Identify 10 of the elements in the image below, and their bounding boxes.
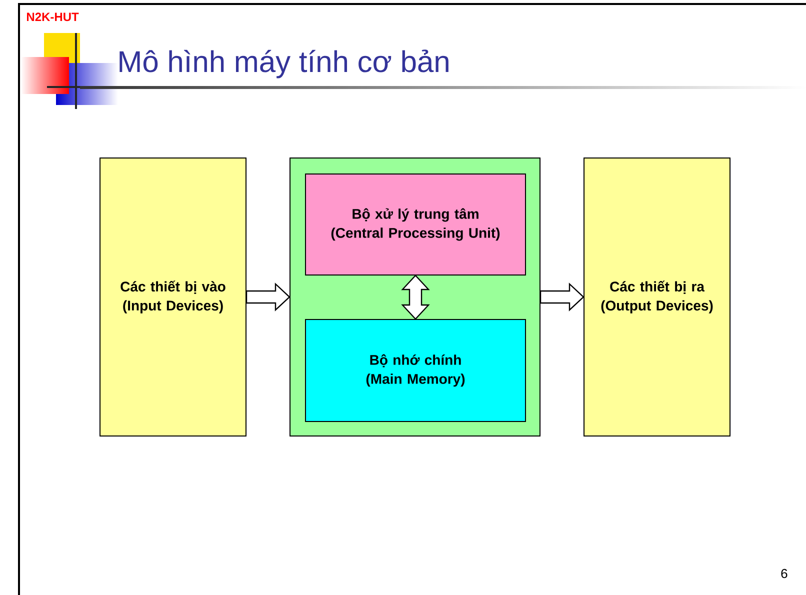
arrow <box>401 274 430 320</box>
slide-title: Mô hình máy tính cơ bản <box>120 50 448 78</box>
page-number: 6 <box>781 568 788 578</box>
cpu-box: Bộ xử lý trung tâm (Central Processing Unit) <box>305 174 526 276</box>
group-name: N2K-HUT <box>27 12 79 22</box>
arrow <box>540 282 584 312</box>
output-box: Các thiết bị ra (Output Devices) <box>584 158 730 436</box>
memory-box: Bộ nhớ chính (Main Memory) <box>305 319 526 422</box>
input-box: Các thiết bị vào (Input Devices) <box>100 158 246 436</box>
arrow <box>246 282 290 312</box>
